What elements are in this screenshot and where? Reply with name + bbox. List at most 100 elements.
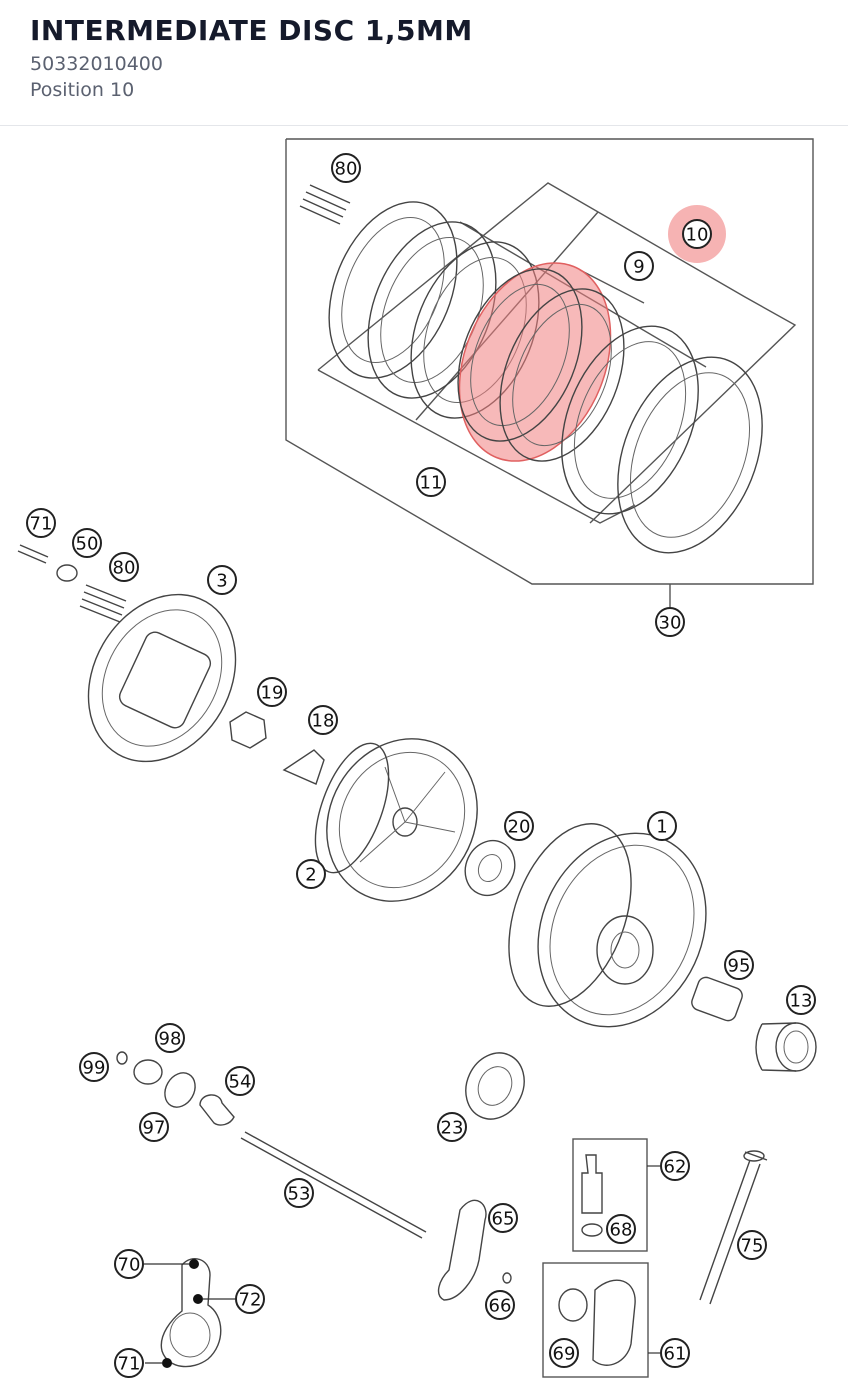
bleeder-screw-62 xyxy=(581,1154,603,1214)
position-label-11[interactable]: 11 xyxy=(416,467,446,497)
position-label-18[interactable]: 18 xyxy=(308,705,338,735)
clutch-lever-ring xyxy=(169,1312,211,1358)
position-label-80[interactable]: 80 xyxy=(109,552,139,582)
position-label-text: 70 xyxy=(118,1255,141,1276)
pressure-piece-54 xyxy=(199,1094,235,1126)
disc-4 xyxy=(457,268,583,442)
position-label-text: 54 xyxy=(229,1072,252,1093)
position-label-20[interactable]: 20 xyxy=(504,811,534,841)
position-label-text: 71 xyxy=(30,514,53,535)
position-label-ring xyxy=(109,552,139,582)
position-label-71[interactable]: 71 xyxy=(114,1348,144,1378)
part-title: INTERMEDIATE DISC 1,5MM xyxy=(30,14,473,47)
part-position: Position 10 xyxy=(30,79,135,101)
inner-hub-inner xyxy=(338,751,466,889)
position-labels: 80 10 9 11 30 71 50 80 3 19 18 2 20 1 95 13 98 99 54 97 23 53… xyxy=(26,153,816,1378)
position-label-68[interactable]: 68 xyxy=(606,1214,636,1244)
position-label-2[interactable]: 2 xyxy=(296,859,326,889)
position-label-text: 65 xyxy=(492,1209,515,1230)
position-label-61[interactable]: 61 xyxy=(660,1338,690,1368)
position-label-text: 75 xyxy=(741,1236,764,1257)
position-label-99[interactable]: 99 xyxy=(79,1052,109,1082)
position-label-text: 50 xyxy=(76,534,99,555)
position-label-71[interactable]: 71 xyxy=(26,508,56,538)
spring-top xyxy=(299,184,351,225)
position-label-13[interactable]: 13 xyxy=(786,985,816,1015)
disc-7 xyxy=(617,356,763,554)
position-label-9[interactable]: 9 xyxy=(624,251,654,281)
pressure-plate-inner xyxy=(101,609,223,747)
position-label-ring xyxy=(724,950,754,980)
position-label-10[interactable]: 10 xyxy=(668,205,726,263)
highlighted-disc-region xyxy=(458,262,612,462)
position-label-30[interactable]: 30 xyxy=(655,607,685,637)
position-label-text: 68 xyxy=(610,1220,633,1241)
position-label-19[interactable]: 19 xyxy=(257,677,287,707)
position-label-ring xyxy=(660,1151,690,1181)
disc-4-inner xyxy=(470,283,570,427)
position-label-54[interactable]: 54 xyxy=(225,1066,255,1096)
bolt-71-top xyxy=(17,544,49,564)
position-label-65[interactable]: 65 xyxy=(488,1203,518,1233)
position-label-ring xyxy=(416,467,446,497)
position-label-ring xyxy=(549,1338,579,1368)
position-label-70[interactable]: 70 xyxy=(114,1249,144,1279)
position-label-95[interactable]: 95 xyxy=(724,950,754,980)
position-label-ring xyxy=(235,1284,265,1314)
washer-50 xyxy=(56,564,78,582)
position-label-text: 80 xyxy=(113,558,136,579)
basket-drum xyxy=(508,823,632,1007)
position-label-69[interactable]: 69 xyxy=(549,1338,579,1368)
position-label-75[interactable]: 75 xyxy=(737,1230,767,1260)
position-label-ring xyxy=(296,859,326,889)
spring-80 xyxy=(79,584,127,623)
exploded-parts-diagram: 80 10 9 11 30 71 50 80 3 19 18 2 20 1 95 13 98 99 54 97 23 53… xyxy=(17,138,817,1378)
position-label-text: 61 xyxy=(664,1344,687,1365)
position-label-ring xyxy=(207,565,237,595)
position-label-text: 2 xyxy=(305,865,316,886)
seal-69 xyxy=(558,1288,588,1322)
position-label-ring xyxy=(114,1348,144,1378)
position-label-ring xyxy=(139,1112,169,1142)
inner-hub-spokes xyxy=(359,766,456,863)
nut-19 xyxy=(229,711,267,749)
position-label-ring xyxy=(225,1066,255,1096)
position-label-ring xyxy=(437,1112,467,1142)
position-label-text: 30 xyxy=(659,613,682,634)
position-label-text: 13 xyxy=(790,991,813,1012)
disc-1 xyxy=(328,201,458,379)
pivot-71 xyxy=(162,1358,172,1368)
position-label-50[interactable]: 50 xyxy=(72,528,102,558)
position-label-ring xyxy=(504,811,534,841)
ball-99 xyxy=(116,1051,128,1065)
washer-20-hole xyxy=(477,853,503,883)
gear-23-hub xyxy=(477,1066,513,1106)
position-label-66[interactable]: 66 xyxy=(485,1290,515,1320)
basket-center-gear xyxy=(596,915,654,985)
position-label-80[interactable]: 80 xyxy=(331,153,361,183)
highlighted-intermediate-discs xyxy=(457,262,625,462)
position-label-ring xyxy=(308,705,338,735)
position-label-53[interactable]: 53 xyxy=(284,1178,314,1208)
clutch-basket xyxy=(508,823,707,1028)
position-label-1[interactable]: 1 xyxy=(647,811,677,841)
position-label-98[interactable]: 98 xyxy=(155,1023,185,1053)
gasket-65 xyxy=(437,1199,487,1301)
position-label-ring xyxy=(79,1052,109,1082)
position-label-3[interactable]: 3 xyxy=(207,565,237,595)
basket-ring-inner xyxy=(549,844,695,1016)
position-label-97[interactable]: 97 xyxy=(139,1112,169,1142)
part-header: INTERMEDIATE DISC 1,5MM 50332010400 Posi… xyxy=(0,0,848,126)
position-label-23[interactable]: 23 xyxy=(437,1112,467,1142)
position-label-text: 20 xyxy=(508,817,531,838)
bushing-13-body xyxy=(755,1022,797,1072)
position-label-text: 69 xyxy=(553,1344,576,1365)
pressure-plate-hub xyxy=(118,631,212,729)
part-number: 50332010400 xyxy=(30,53,163,75)
disc-7-inner xyxy=(629,372,751,538)
position-label-text: 80 xyxy=(335,159,358,180)
position-label-62[interactable]: 62 xyxy=(660,1151,690,1181)
position-label-text: 18 xyxy=(312,711,335,732)
pressure-plate xyxy=(87,593,237,763)
position-label-72[interactable]: 72 xyxy=(235,1284,265,1314)
